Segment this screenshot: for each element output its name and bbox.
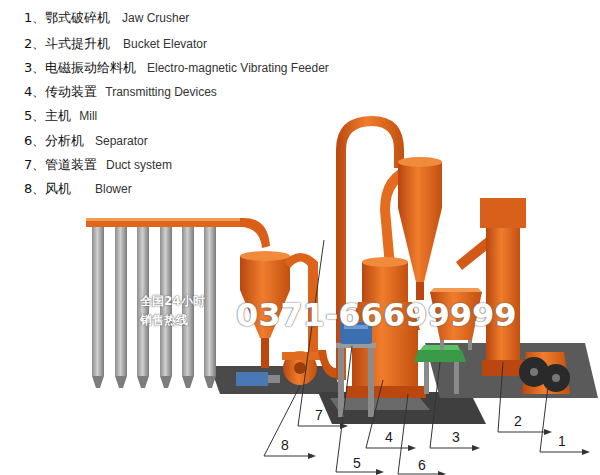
part-name-en: Jaw Crusher (122, 11, 189, 25)
watermark: 全国24小时 (140, 294, 205, 308)
vibrating-feeder (414, 345, 466, 394)
callout-number: 5 (353, 455, 361, 472)
part-name-cn: 4、传动装置 (24, 84, 97, 100)
callout-number: 3 (452, 429, 460, 446)
callout-number: 6 (418, 457, 426, 474)
callout-number: 7 (315, 407, 323, 424)
part-name-en: Transmitting Devices (105, 85, 217, 99)
jaw-crusher (519, 352, 570, 394)
watermark: 销售热线 (140, 313, 188, 327)
part-name-cn: 7、管道装置 (24, 157, 97, 173)
part-name-cn: 8、风机 (24, 181, 71, 197)
motor-frame (336, 322, 376, 417)
bucket-elevator (456, 198, 526, 376)
part-name-en: Blower (95, 182, 132, 196)
part-name-cn: 3、电磁振动给料机 (24, 60, 136, 76)
part-name-cn: 1、鄂式破碎机 (24, 10, 110, 26)
callout-number: 1 (558, 433, 566, 450)
callout-number: 4 (385, 429, 393, 446)
part-name-en: Separator (95, 134, 148, 148)
part-name-en: Duct system (106, 158, 172, 172)
callout-number: 8 (281, 437, 289, 454)
part-name-cn: 2、斗式提升机 (24, 36, 110, 52)
leader-line (264, 240, 584, 474)
part-name-cn: 5、主机 (24, 108, 71, 124)
watermark: 0371-66699999 (236, 296, 516, 334)
part-name-en: Mill (79, 109, 97, 123)
blower (236, 351, 322, 386)
callout-number: 2 (514, 413, 522, 430)
leader-arrowhead (308, 423, 590, 475)
part-name-en: Electro-magnetic Vibrating Feeder (147, 61, 329, 75)
part-name-cn: 6、分析机 (24, 133, 84, 149)
part-name-en: Bucket Elevator (123, 37, 207, 51)
